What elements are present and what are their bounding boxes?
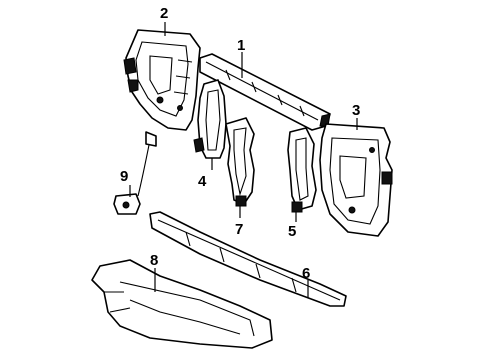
part-7-center-bracket bbox=[225, 117, 255, 207]
part-2-left-side-panel bbox=[123, 29, 201, 131]
callout-5: 5 bbox=[288, 223, 296, 240]
part-4-left-bracket bbox=[193, 79, 227, 159]
callout-7: 7 bbox=[235, 221, 243, 238]
part-9-hood-lock bbox=[113, 131, 157, 215]
part-1-upper-support-bar bbox=[199, 53, 331, 131]
part-5-right-bracket bbox=[287, 127, 317, 213]
callout-9: 9 bbox=[120, 168, 128, 185]
part-8-under-cover bbox=[91, 259, 273, 349]
callout-2: 2 bbox=[160, 5, 168, 22]
callout-1: 1 bbox=[237, 37, 245, 54]
callout-4: 4 bbox=[198, 173, 207, 190]
callout-3: 3 bbox=[352, 102, 360, 119]
part-3-right-side-panel bbox=[319, 123, 393, 237]
callout-8: 8 bbox=[150, 252, 158, 269]
callout-6: 6 bbox=[302, 265, 310, 282]
part-6-lower-crossmember bbox=[149, 211, 347, 307]
